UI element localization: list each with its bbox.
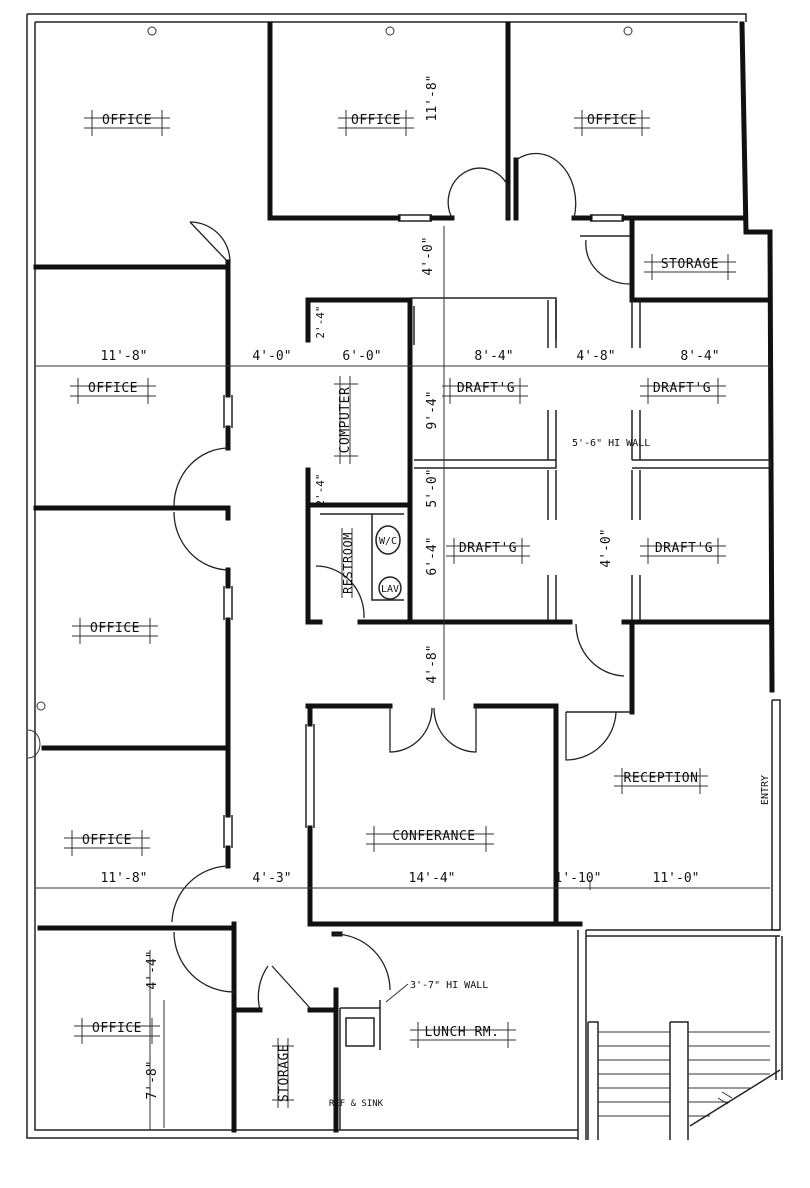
room-label-reception: RECEPTION <box>624 771 699 786</box>
dim-drafting-width-left: 8'-4" <box>474 349 513 364</box>
room-label-restroom: RESTROOM <box>341 532 355 594</box>
dim-left-office-width-lower: 11'-8" <box>101 871 148 886</box>
left-doors <box>171 447 235 993</box>
dim-corridor-mid: 4'-8" <box>425 644 440 683</box>
top-office-walls <box>267 21 773 303</box>
dim-restroom-closet: 2'-4" <box>314 473 327 506</box>
dim-drafting-aisle-mid: 5'-0" <box>425 468 440 507</box>
room-label-office-4: OFFICE <box>88 381 138 396</box>
room-label-ref-sink: REF & SINK <box>329 1099 384 1109</box>
dim-drafting-depth-upper: 9'-4" <box>425 390 440 429</box>
room-label-office-2: OFFICE <box>351 113 401 128</box>
toilet-icon <box>375 525 401 555</box>
room-label-entry: ENTRY <box>760 775 771 805</box>
room-label-office-6: OFFICE <box>82 833 132 848</box>
dim-office-bottom-depth-b: 7'-8" <box>145 1060 160 1099</box>
note-partition-high-wall: 5'-6" HI WALL <box>572 438 650 449</box>
dim-top-office-depth: 11'-8" <box>425 75 440 122</box>
room-label-office-3: OFFICE <box>587 113 637 128</box>
dim-drafting-width-right: 8'-4" <box>680 349 719 364</box>
conference-doors <box>389 706 617 761</box>
notes: 5'-6" HI WALL 3'-7" HI WALL <box>385 438 650 1003</box>
left-office-walls <box>33 259 237 1133</box>
dim-computer-closet: 2'-4" <box>314 305 327 338</box>
fixture-label-wc: W/C <box>379 536 397 547</box>
room-label-computer: COMPUTER <box>338 387 353 454</box>
room-label-drafting-1: DRAFT'G <box>457 381 515 396</box>
exterior-walls <box>26 13 781 1139</box>
core-walls <box>305 297 773 711</box>
fixture-label-lav: LAV <box>381 584 399 595</box>
dim-computer-width: 6'-0" <box>342 349 381 364</box>
room-label-lunch: LUNCH RM. <box>425 1025 500 1040</box>
conference-walls <box>305 703 635 927</box>
stairs <box>577 929 783 1140</box>
dim-corridor-top: 4'-0" <box>421 236 436 275</box>
room-label-drafting-2: DRAFT'G <box>653 381 711 396</box>
dim-corridor-left-upper: 4'-0" <box>252 349 291 364</box>
dim-drafting-aisle-vertical: 4'-0" <box>599 528 614 567</box>
dim-reception-width: 11'-0" <box>653 871 700 886</box>
room-label-storage-bottom: STORAGE <box>277 1044 292 1102</box>
dimension-lines <box>36 226 770 1130</box>
room-label-office-7: OFFICE <box>92 1021 142 1036</box>
room-label-storage-top: STORAGE <box>661 257 719 272</box>
room-label-drafting-4: DRAFT'G <box>655 541 713 556</box>
core-doors <box>315 565 625 677</box>
dim-drafting-depth-lower: 6'-4" <box>425 536 440 575</box>
dim-reception-small: 1'-10" <box>555 871 602 886</box>
room-label-office-5: OFFICE <box>90 621 140 636</box>
dim-drafting-aisle: 4'-8" <box>576 349 615 364</box>
dim-left-office-width-upper: 11'-8" <box>101 349 148 364</box>
drafting-partitions <box>414 300 771 620</box>
room-labels: OFFICE OFFICE OFFICE STORAGE OFFICE DRAF… <box>64 110 771 1109</box>
sink-icon <box>378 576 402 600</box>
room-label-office-1: OFFICE <box>102 113 152 128</box>
room-label-conference: CONFERANCE <box>392 829 475 844</box>
note-lunch-low-wall: 3'-7" HI WALL <box>410 980 488 991</box>
room-label-drafting-3: DRAFT'G <box>459 541 517 556</box>
note-leader-line <box>385 983 409 1003</box>
bottom-doors <box>257 933 391 1011</box>
dim-conference-width: 14'-4" <box>409 871 456 886</box>
top-doors <box>189 152 631 285</box>
dim-corridor-left-lower: 4'-3" <box>252 871 291 886</box>
dim-office-bottom-depth-a: 4'-4" <box>145 950 160 989</box>
bottom-walls <box>233 931 381 1133</box>
dimension-labels: 11'-8" 4'-0" 11'-8" 4'-0" 6'-0" 8'-4" 4'… <box>101 75 720 1100</box>
